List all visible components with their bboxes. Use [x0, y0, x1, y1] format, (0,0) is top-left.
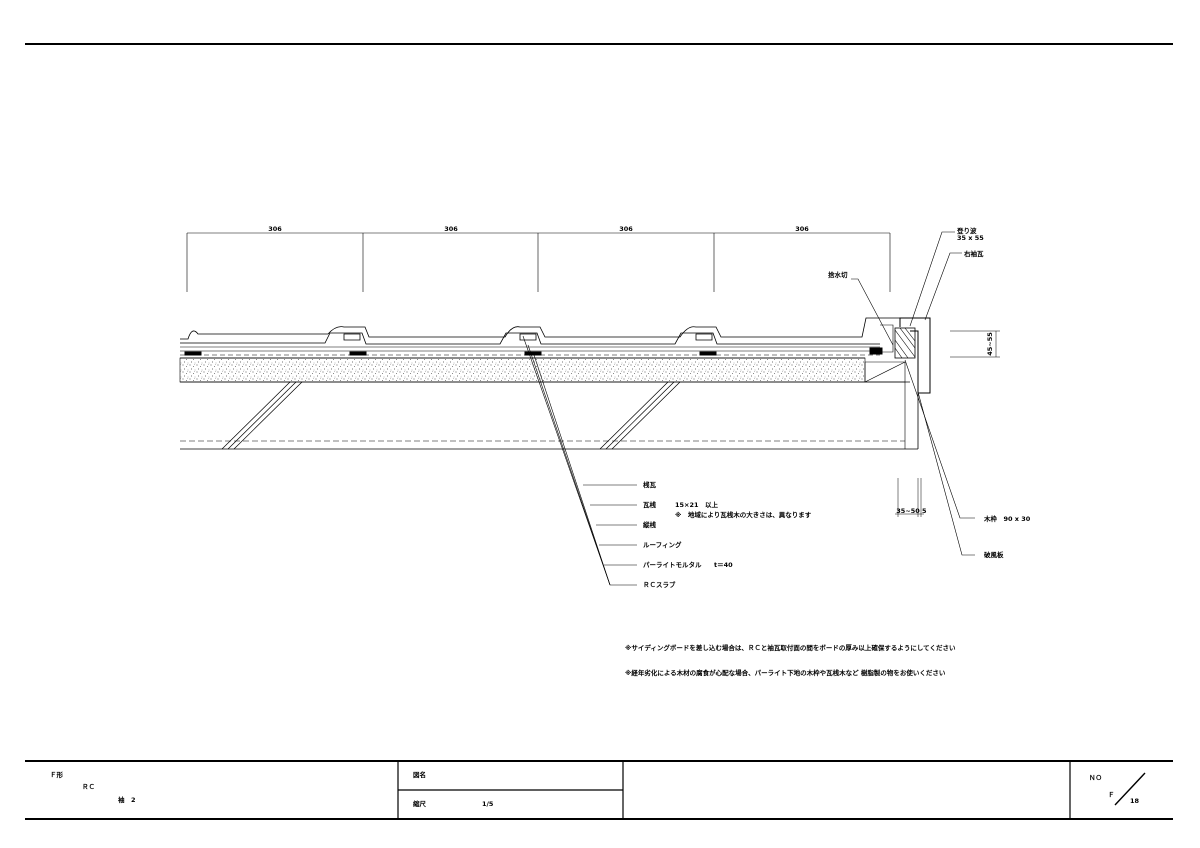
- height-dim-label: 45~55: [986, 332, 994, 356]
- layer-label-rc-slab: ＲＣスラブ: [643, 580, 676, 589]
- height-dimension: [950, 330, 1000, 358]
- bottom-dimension: [895, 478, 924, 517]
- right-callout-leaders: [851, 231, 975, 556]
- bottom-dim-label: 35~50: [896, 507, 920, 515]
- title-variant: 袖 2: [118, 795, 136, 804]
- span-dimensions: [186, 232, 891, 292]
- sheet-no-label: ＮＯ: [1089, 774, 1102, 782]
- barge-tile-assembly: [864, 317, 931, 394]
- span-dim-1: 306: [268, 225, 282, 233]
- layer-leaders: [522, 335, 637, 586]
- callout-mizukiri: 捨水切: [828, 270, 848, 279]
- callout-migi-sodegawara: 右袖瓦: [963, 249, 984, 258]
- drawing-name-label: 図名: [413, 770, 426, 779]
- span-dim-3: 306: [619, 225, 633, 233]
- callout-nobori-nami-size: 35 x 55: [957, 234, 984, 242]
- sheet-prefix: Ｆ: [1108, 791, 1115, 799]
- bottom-gap-label: 5: [922, 507, 927, 515]
- rc-slab: [180, 381, 919, 450]
- layer-note-perlite-mortar: t＝40: [714, 561, 733, 569]
- scale-label: 縮尺: [413, 799, 427, 808]
- title-shape: Ｆ形: [50, 770, 64, 779]
- layer-label-perlite-mortar: パーライトモルタル: [643, 560, 702, 569]
- callout-nobori-nami: 登り波: [956, 226, 977, 235]
- roof-layers: [180, 346, 883, 359]
- note-siding-board: ※サイディングボードを差し込む場合は、ＲＣと袖瓦取付面の間をボードの厚み以上確保…: [625, 643, 956, 652]
- span-dim-2: 306: [444, 225, 458, 233]
- title-substrate: ＲＣ: [82, 783, 95, 791]
- layer-note-kawarasan: 15×21 以上: [675, 500, 719, 509]
- perlite-mortar-layer: [179, 357, 866, 383]
- scale-value: 1/5: [482, 800, 494, 808]
- callout-hafuita: 破風板: [984, 550, 1004, 559]
- title-block: [25, 760, 1173, 820]
- span-dim-4: 306: [795, 225, 809, 233]
- layer-note-kawarasan-region: ※ 地域により瓦桟木の大きさは、異なります: [675, 510, 812, 519]
- layer-label-roofing: ルーフィング: [643, 540, 682, 549]
- layer-label-sangawara: 桟瓦: [643, 480, 657, 489]
- layer-label-tatesan: 縦桟: [643, 520, 657, 529]
- callout-kiwaku: 木枠 90 x 30: [983, 514, 1031, 523]
- note-wood-deterioration: ※経年劣化による木材の腐食が心配な場合、パーライト下地の木枠や瓦桟木など 樹脂製…: [625, 668, 946, 677]
- sheet-number: 18: [1130, 797, 1140, 805]
- layer-label-kawarasan: 瓦桟: [643, 500, 657, 509]
- roof-tile-profile: [180, 317, 901, 345]
